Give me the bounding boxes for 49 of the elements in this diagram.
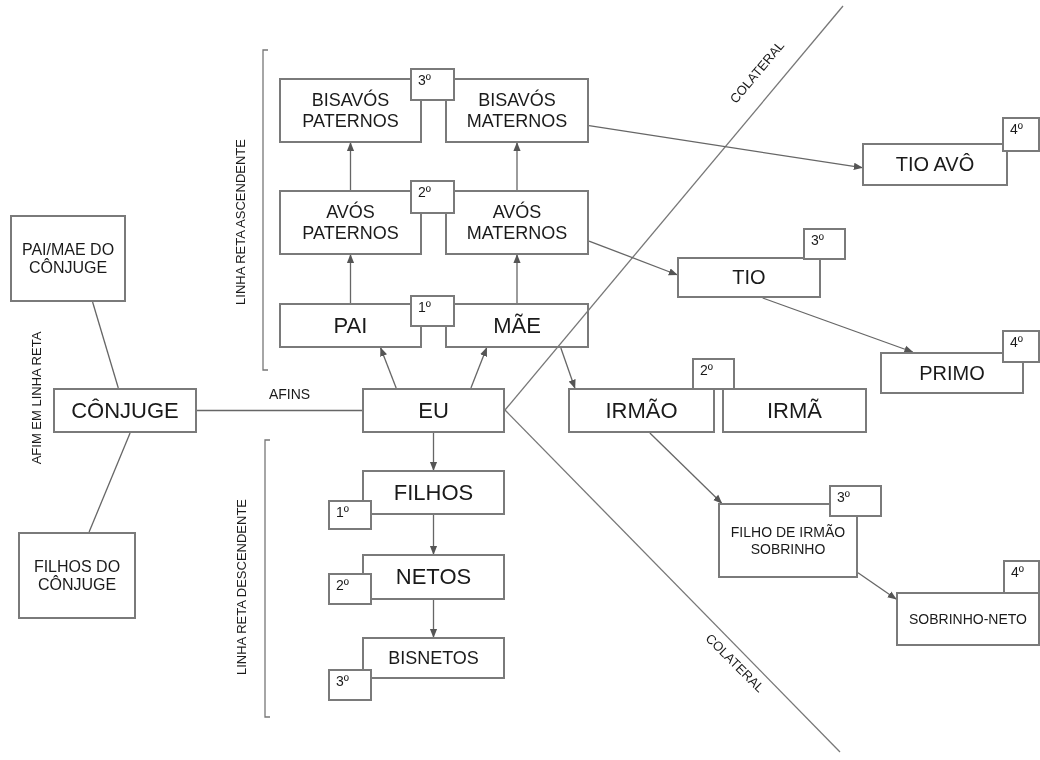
process-box: TIO AVÔ bbox=[862, 143, 1008, 186]
degree-badge: 3º bbox=[328, 669, 372, 701]
degree-badge: 4º bbox=[1002, 330, 1040, 363]
arrow bbox=[513, 254, 521, 304]
arrow bbox=[588, 240, 678, 276]
process-box: FILHOS DO CÔNJUGE bbox=[18, 532, 136, 619]
connector-line bbox=[91, 301, 119, 389]
degree-badge: 3º bbox=[410, 68, 455, 101]
node-text: FILHO DE IRMÃO bbox=[730, 523, 846, 541]
arrow bbox=[857, 572, 897, 600]
process-box: TIO bbox=[677, 257, 821, 298]
arrow bbox=[346, 142, 355, 191]
arrow bbox=[380, 347, 397, 389]
arrow bbox=[429, 432, 438, 471]
degree-badge: 4º bbox=[1003, 560, 1040, 594]
process-box: BISNETOS bbox=[362, 637, 505, 679]
degree-badge: 3º bbox=[829, 485, 882, 517]
connector-line bbox=[88, 432, 131, 533]
axis-label: AFIM EM LINHA RETA bbox=[28, 331, 44, 465]
arrow bbox=[346, 254, 355, 304]
arrow bbox=[513, 142, 521, 191]
degree-badge: 2º bbox=[410, 180, 455, 214]
node-text: SOBRINHO bbox=[750, 540, 826, 558]
arrow bbox=[762, 297, 914, 353]
process-box: PAI/MAE DO CÔNJUGE bbox=[10, 215, 126, 302]
arrow bbox=[429, 514, 438, 555]
arrow bbox=[470, 347, 488, 389]
process-box: IRMÃ bbox=[722, 388, 867, 433]
degree-badge: 2º bbox=[328, 573, 372, 605]
arrow bbox=[560, 347, 576, 389]
process-box: MÃE bbox=[445, 303, 589, 348]
process-box: EU bbox=[362, 388, 505, 433]
arrow bbox=[649, 432, 723, 504]
axis-label: LINHA RETA DESCENDENTE bbox=[233, 499, 249, 675]
process-box: AVÓS MATERNOS bbox=[445, 190, 589, 255]
degree-badge: 1º bbox=[410, 295, 455, 327]
arrow bbox=[588, 125, 863, 171]
arrow bbox=[429, 599, 438, 638]
process-box: BISAVÓS MATERNOS bbox=[445, 78, 589, 143]
degree-badge: 2º bbox=[692, 358, 735, 390]
degree-badge: 1º bbox=[328, 500, 372, 530]
degree-badge: 3º bbox=[803, 228, 846, 260]
process-box: IRMÃO bbox=[568, 388, 715, 433]
axis-label: LINHA RETA ASCENDENTE bbox=[232, 139, 248, 305]
degree-badge: 4º bbox=[1002, 117, 1040, 152]
process-box: FILHOS bbox=[362, 470, 505, 515]
process-box: CÔNJUGE bbox=[53, 388, 197, 433]
connector-line bbox=[196, 409, 363, 412]
process-box: PRIMO bbox=[880, 352, 1024, 394]
